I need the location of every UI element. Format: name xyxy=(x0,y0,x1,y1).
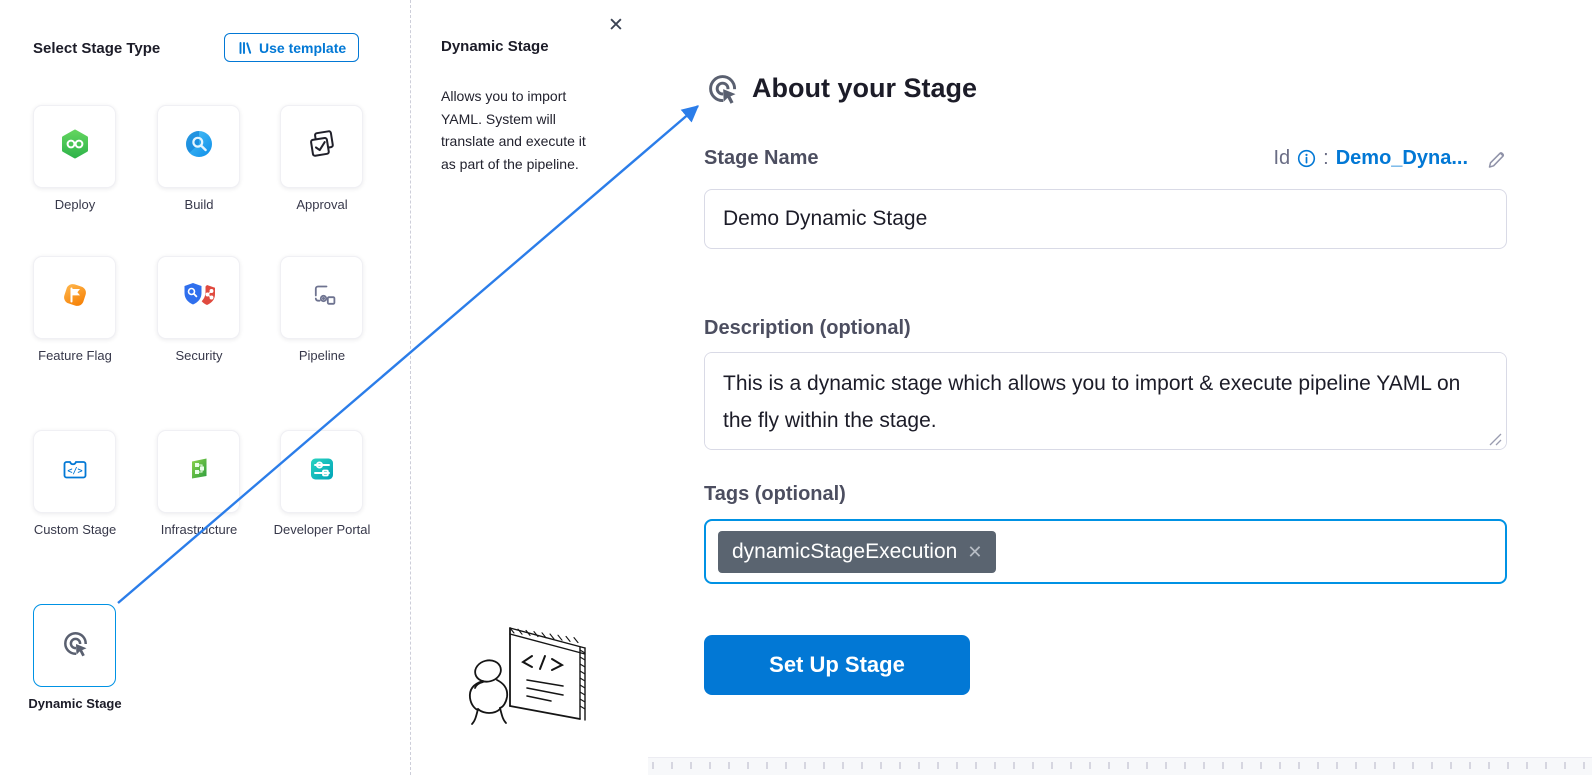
build-icon xyxy=(182,127,216,166)
stage-tile-security[interactable]: Security xyxy=(157,256,240,364)
template-library-icon xyxy=(237,40,253,56)
remove-tag-icon[interactable]: ✕ xyxy=(967,541,983,562)
stage-name-input[interactable] xyxy=(704,189,1507,249)
stage-id-row: Id : Demo_Dyna... xyxy=(1180,147,1507,170)
description-label: Description (optional) xyxy=(704,317,911,339)
dynamic-stage-icon xyxy=(58,626,95,665)
developer-portal-icon xyxy=(305,452,339,491)
set-up-stage-button[interactable]: Set Up Stage xyxy=(704,635,970,695)
tags-input[interactable]: dynamicStageExecution ✕ xyxy=(704,519,1507,584)
description-input[interactable]: This is a dynamic stage which allows you… xyxy=(704,352,1507,450)
info-panel-description: Allows you to import YAML. System will t… xyxy=(441,88,586,172)
custom-stage-icon: </> xyxy=(58,452,92,491)
form-header: About your Stage xyxy=(702,68,977,108)
feature-flag-icon xyxy=(58,278,92,317)
stage-type-panel: Select Stage Type Use template Deploy B xyxy=(0,0,410,775)
stage-tile-dynamic-stage[interactable]: Dynamic Stage xyxy=(28,604,122,712)
deploy-icon xyxy=(58,127,92,166)
info-icon[interactable] xyxy=(1297,149,1316,168)
pipeline-icon xyxy=(305,278,339,317)
svg-text:</>: </> xyxy=(67,467,82,477)
stage-tile-build[interactable]: Build xyxy=(157,105,240,213)
stage-tile-pipeline[interactable]: Pipeline xyxy=(280,256,363,364)
infrastructure-icon xyxy=(182,452,216,491)
info-panel-title: Dynamic Stage xyxy=(441,38,549,55)
id-colon: : xyxy=(1323,147,1329,169)
stage-tile-custom-stage[interactable]: </> Custom Stage xyxy=(33,430,116,538)
use-template-label: Use template xyxy=(259,39,347,56)
close-icon[interactable]: ✕ xyxy=(608,14,624,36)
stage-tile-approval[interactable]: Approval xyxy=(280,105,363,213)
stage-name-label: Stage Name xyxy=(704,147,819,169)
tag-chip: dynamicStageExecution ✕ xyxy=(718,530,997,573)
stage-tile-infrastructure[interactable]: Infrastructure xyxy=(157,430,240,538)
pencil-icon[interactable] xyxy=(1485,148,1507,170)
page-title: About your Stage xyxy=(752,72,978,103)
id-label: Id xyxy=(1273,147,1291,169)
security-icon xyxy=(180,278,218,317)
resize-handle-icon[interactable] xyxy=(1489,433,1502,451)
pipeline-canvas-edge xyxy=(648,757,1592,775)
panel-title: Select Stage Type xyxy=(33,40,161,57)
stage-tile-feature-flag[interactable]: Feature Flag xyxy=(33,256,116,364)
tag-chip-label: dynamicStageExecution xyxy=(732,539,958,563)
stage-id-value[interactable]: Demo_Dyna... xyxy=(1335,147,1468,169)
tags-label: Tags (optional) xyxy=(704,483,846,505)
stage-tile-developer-portal[interactable]: Developer Portal xyxy=(274,430,370,538)
stage-tile-deploy[interactable]: Deploy xyxy=(33,105,116,213)
approval-icon xyxy=(305,127,339,166)
whiteboard-illustration xyxy=(448,608,598,748)
use-template-button[interactable]: Use template xyxy=(224,33,360,62)
dynamic-stage-icon xyxy=(702,68,742,108)
